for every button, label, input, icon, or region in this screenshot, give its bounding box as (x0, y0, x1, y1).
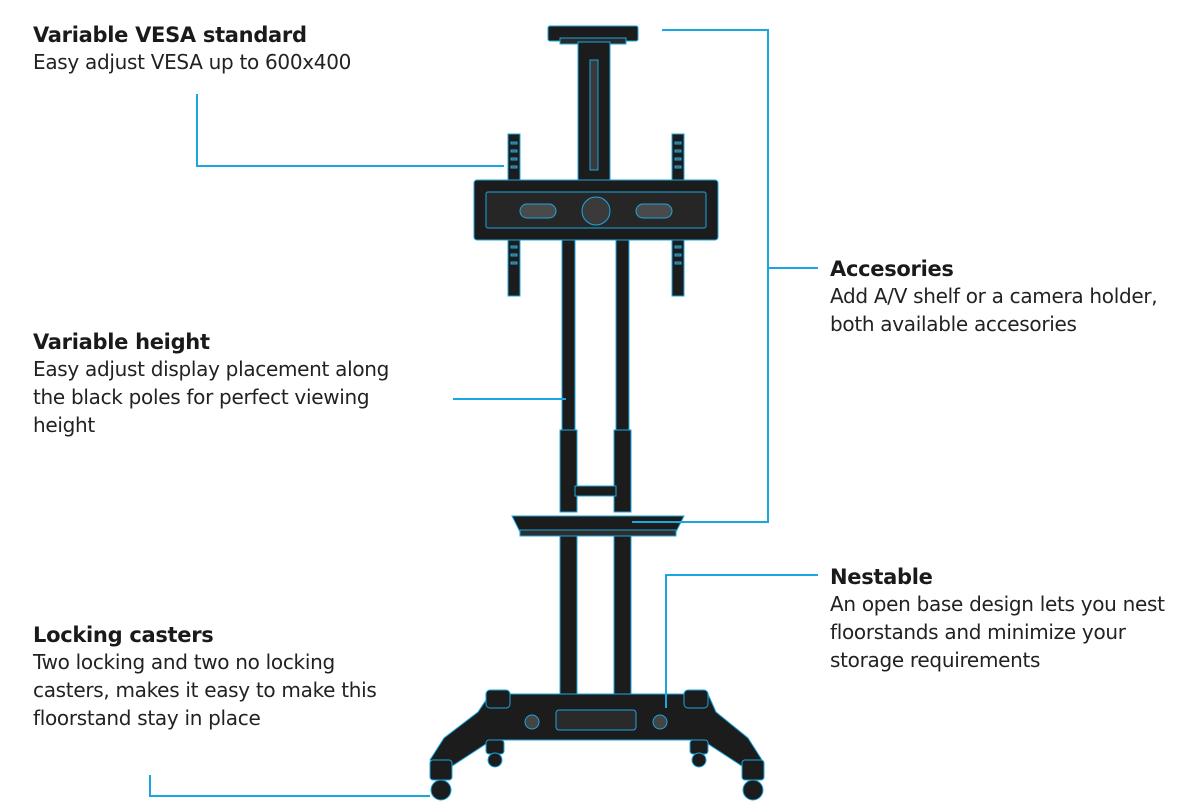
callout-nestable-title: Nestable (830, 565, 933, 589)
callout-vesa-desc: Easy adjust VESA up to 600x400 (33, 50, 352, 74)
callout-vesa: Variable VESA standard Easy adjust VESA … (33, 22, 351, 76)
callout-nestable-desc-line-3: storage requirements (830, 648, 1041, 672)
callout-height: Variable height Easy adjust display plac… (33, 329, 389, 439)
callout-height-desc-line-1: Easy adjust display placement along (33, 357, 390, 381)
callout-accessories-desc-line-1: Add A/V shelf or a camera holder, (830, 284, 1158, 308)
callout-casters-desc-line-2: casters, makes it easy to make this (33, 678, 377, 702)
callout-nestable-desc-line-2: floorstands and minimize your (830, 620, 1126, 644)
callout-casters-desc-line-1: Two locking and two no locking (33, 650, 335, 674)
callout-nestable: Nestable An open base design lets you ne… (830, 564, 1165, 674)
callout-height-desc-line-2: the black poles for perfect viewing (33, 385, 370, 409)
callout-casters-desc-line-3: floorstand stay in place (33, 706, 261, 730)
callout-accessories: Accesories Add A/V shelf or a camera hol… (830, 256, 1158, 338)
callout-accessories-title: Accesories (830, 257, 954, 281)
callout-height-desc-line-3: height (33, 413, 95, 437)
callout-nestable-desc-line-1: An open base design lets you nest (830, 592, 1165, 616)
leader-line-accessories (632, 29, 769, 523)
callout-casters: Locking casters Two locking and two no l… (33, 622, 377, 732)
callout-vesa-title: Variable VESA standard (33, 23, 307, 47)
leader-line-vesa (196, 94, 504, 167)
tv-floorstand-icon (429, 25, 765, 801)
leader-line-casters (149, 775, 430, 797)
callout-casters-title: Locking casters (33, 623, 214, 647)
callout-accessories-desc-line-2: both available accesories (830, 312, 1077, 336)
leader-line-nestable (665, 574, 818, 708)
callout-height-title: Variable height (33, 330, 210, 354)
